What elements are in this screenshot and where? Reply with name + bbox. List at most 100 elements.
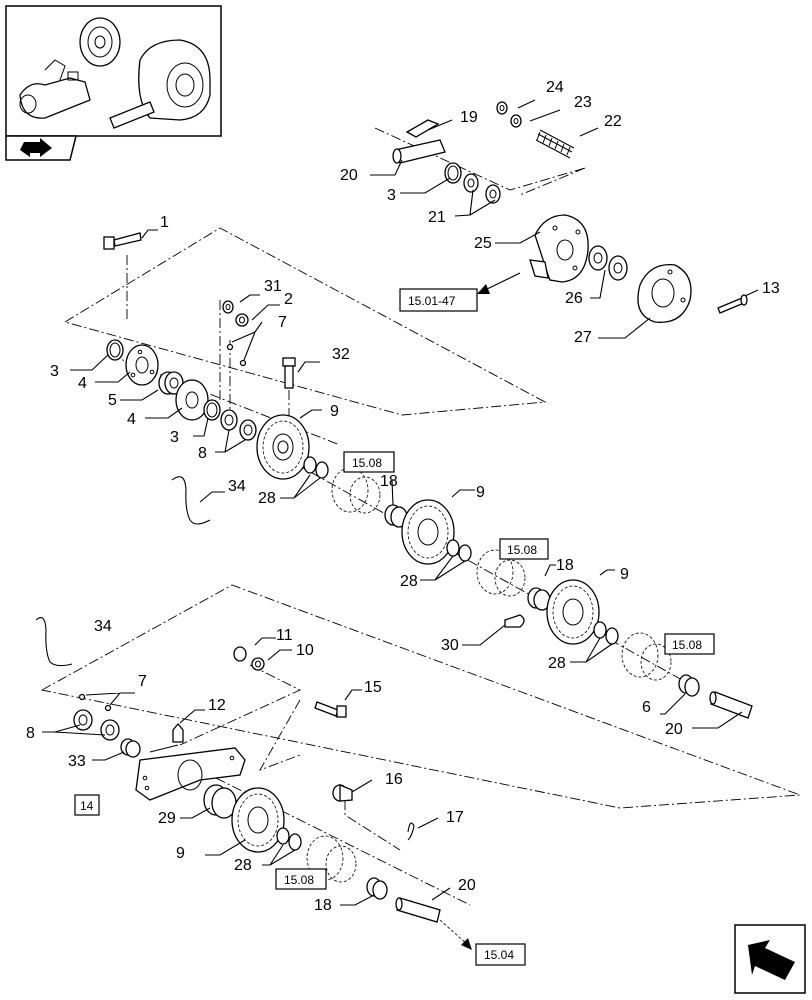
callout-5: 5 <box>108 392 117 409</box>
callout-33: 33 <box>68 753 86 770</box>
callout-labels: 1 2 3 3 3 4 4 5 6 7 7 8 8 9 9 9 9 10 11 … <box>26 79 780 914</box>
callout-20-bottom: 20 <box>458 877 476 894</box>
callout-29: 29 <box>158 810 176 827</box>
callout-9-3: 9 <box>620 566 629 583</box>
part-4-flange-left <box>125 344 159 386</box>
navigate-arrow-icon[interactable] <box>734 924 806 994</box>
shaft-link-lines <box>219 300 231 420</box>
callout-2: 2 <box>284 291 293 308</box>
part-25-lever-plate <box>529 214 589 283</box>
callout-9-1: 9 <box>330 403 339 420</box>
part-9-sprocket-4 <box>231 787 285 853</box>
ref-15-08-1-label: 15.08 <box>352 456 382 470</box>
leader-lines <box>42 99 759 906</box>
callout-26: 26 <box>565 290 583 307</box>
callout-25: 25 <box>474 235 492 252</box>
callout-4-right: 4 <box>127 411 136 428</box>
part-24-washer <box>496 101 508 115</box>
callout-32: 32 <box>332 346 350 363</box>
callout-1: 1 <box>160 214 169 231</box>
part-9-sprocket-3 <box>546 579 600 645</box>
callout-10: 10 <box>296 642 314 659</box>
ref-box-15-08-2[interactable]: 15.08 <box>499 538 549 560</box>
ghost-coupling-3 <box>621 632 672 681</box>
drivetrain-assembly-thumbnail-icon <box>19 17 211 129</box>
callout-21: 21 <box>428 209 446 226</box>
part-28-springs-3 <box>593 621 619 645</box>
thumbnail-frame[interactable] <box>5 5 222 137</box>
part-16-pin <box>332 784 353 802</box>
ref-15-08-4-label: 15.08 <box>284 873 314 887</box>
ref-14-label: 14 <box>80 799 94 813</box>
callout-24: 24 <box>546 79 564 96</box>
part-28-springs-4 <box>276 827 302 851</box>
ref-15-04-label: 15.04 <box>484 948 514 962</box>
arrow-to-15-01-47 <box>484 272 521 291</box>
part-19-key <box>405 119 440 138</box>
callout-9-4: 9 <box>176 845 185 862</box>
lower-group-outline <box>40 584 801 809</box>
part-26-washers <box>588 245 628 281</box>
ref-box-15-04[interactable]: 15.04 <box>475 943 526 966</box>
callout-17: 17 <box>446 809 464 826</box>
part-12-grease-nipple <box>172 722 184 743</box>
callout-11: 11 <box>276 627 293 644</box>
arrowhead-15-04 <box>461 938 472 950</box>
callout-34-lower: 34 <box>94 618 112 635</box>
ref-box-15-08-1[interactable]: 15.08 <box>343 451 395 473</box>
callout-19: 19 <box>460 109 478 126</box>
callout-27: 27 <box>574 329 592 346</box>
callout-7-lower: 7 <box>138 673 147 690</box>
ref-box-15-01-47[interactable]: 15.01-47 <box>399 288 478 312</box>
callout-28-3: 28 <box>548 655 566 672</box>
callout-30: 30 <box>441 637 459 654</box>
callout-28-1: 28 <box>258 490 276 507</box>
callout-31: 31 <box>264 278 282 295</box>
callout-12: 12 <box>208 697 226 714</box>
callout-18-3: 18 <box>314 897 332 914</box>
part-11-washer <box>233 646 247 662</box>
part-21-washers <box>463 173 501 204</box>
part-20-shaft-right <box>709 691 753 719</box>
back-arrow-icon[interactable] <box>5 135 77 161</box>
part-3-snap-ring-left <box>106 339 124 361</box>
callout-28-4: 28 <box>234 857 252 874</box>
part-31-washer <box>222 300 234 314</box>
pin-16-link <box>344 800 401 851</box>
ghost-coupling-2 <box>476 549 526 597</box>
part-8-bushings <box>220 409 257 441</box>
part-6-bushing <box>678 674 700 697</box>
callout-4-left: 4 <box>78 375 87 392</box>
callout-15: 15 <box>364 679 382 696</box>
part-7-grease-fittings-lower <box>78 693 112 712</box>
part-15-bolt <box>314 701 347 718</box>
callout-28-2: 28 <box>400 573 418 590</box>
part-20-shaft-bottom <box>395 897 441 923</box>
callout-8-lower: 8 <box>26 725 35 742</box>
ref-box-15-08-4[interactable]: 15.08 <box>275 868 327 890</box>
part-1-bolt <box>103 232 142 250</box>
part-2-nut <box>235 313 249 327</box>
part-34-wire-upper <box>171 476 211 525</box>
upper-group-outline <box>63 227 547 416</box>
ref-box-14[interactable]: 14 <box>74 794 100 816</box>
callout-16: 16 <box>385 771 403 788</box>
part-18-bushing-3 <box>366 877 388 900</box>
part-13-bolt <box>717 294 748 314</box>
part-18-bushing-1 <box>384 504 408 528</box>
callout-20-right: 20 <box>665 721 683 738</box>
part-14-bracket-plate <box>135 747 246 801</box>
leader-14-plate <box>149 744 179 753</box>
part-30-key <box>504 614 525 628</box>
ref-box-15-08-3[interactable]: 15.08 <box>664 633 715 655</box>
top-group-link <box>519 167 586 196</box>
ref-15-08-3-label: 15.08 <box>672 638 702 652</box>
part-22-spring <box>535 129 575 159</box>
part-8-bushings-lower <box>73 709 120 741</box>
part-34-wire-lower <box>35 617 73 667</box>
part-3-snap-ring-mid <box>203 399 221 421</box>
callout-6: 6 <box>642 699 651 716</box>
callout-18-1: 18 <box>380 473 398 490</box>
part-10-nut <box>251 657 265 671</box>
